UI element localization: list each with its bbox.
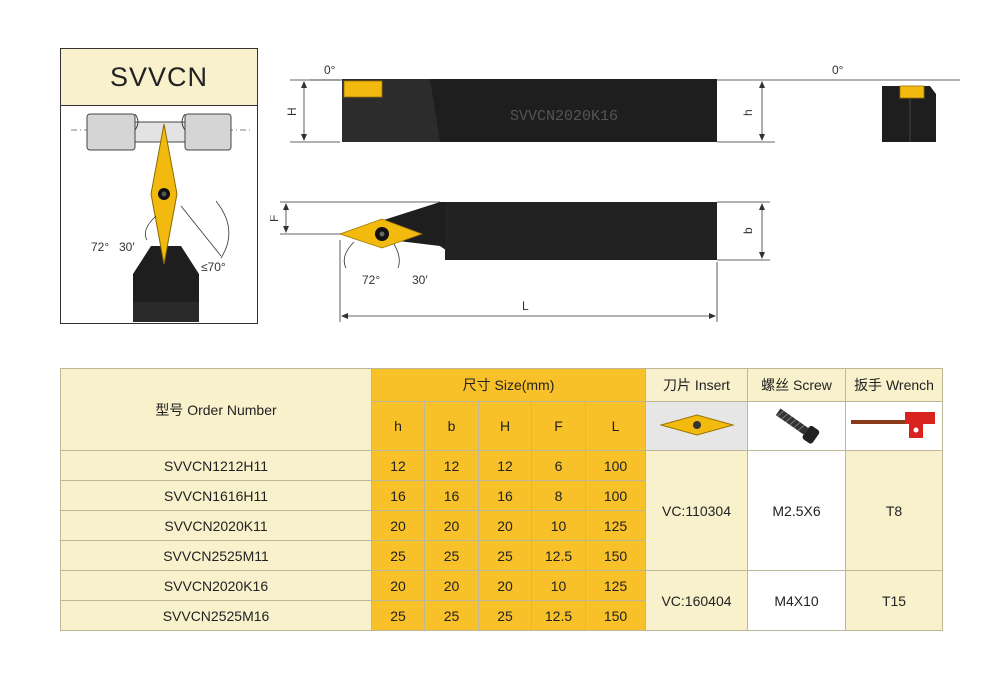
dim-h: h bbox=[741, 109, 755, 116]
product-panel: SVVCN 72° 30′ ≤70° bbox=[60, 48, 258, 324]
header-order-number: 型号 Order Number bbox=[60, 368, 372, 451]
screw-cell: M2.5X6 bbox=[747, 450, 846, 571]
cell-F: 12.5 bbox=[531, 600, 586, 631]
technical-drawing: 0° 0° SVVCN2020K16 H h F b L 72° 30′ bbox=[270, 63, 960, 322]
screw-cell: M4X10 bbox=[747, 570, 846, 631]
cell-L: 125 bbox=[585, 570, 646, 601]
cell-F: 10 bbox=[531, 510, 586, 541]
cell-H: 25 bbox=[478, 540, 532, 571]
side-angle-30: 30′ bbox=[412, 273, 428, 287]
top-view-diagram: 72° 30′ ≤70° bbox=[71, 113, 251, 322]
col-L: L bbox=[585, 401, 646, 451]
cell-h: 12 bbox=[371, 450, 425, 481]
cell-L: 100 bbox=[585, 480, 646, 511]
cell-F: 12.5 bbox=[531, 540, 586, 571]
cell-H: 20 bbox=[478, 570, 532, 601]
screw-image bbox=[747, 401, 846, 451]
cell-L: 150 bbox=[585, 600, 646, 631]
cell-b: 12 bbox=[424, 450, 479, 481]
insert-icon bbox=[658, 413, 735, 436]
cell-h: 25 bbox=[371, 600, 425, 631]
wrench-icon bbox=[851, 411, 935, 438]
header-size: 尺寸 Size(mm) bbox=[371, 368, 646, 402]
col-h: h bbox=[371, 401, 425, 451]
side-angle-72: 72° bbox=[362, 273, 380, 287]
insert-top bbox=[343, 80, 383, 98]
cell-F: 6 bbox=[531, 450, 586, 481]
order-number-cell: SVVCN2525M16 bbox=[60, 600, 372, 631]
cell-h: 20 bbox=[371, 510, 425, 541]
cell-b: 20 bbox=[424, 510, 479, 541]
cell-H: 20 bbox=[478, 510, 532, 541]
insert-cell: VC:160404 bbox=[645, 570, 748, 631]
insert-cell: VC:110304 bbox=[645, 450, 748, 571]
cell-F: 8 bbox=[531, 480, 586, 511]
top-angle-right: 0° bbox=[832, 63, 844, 77]
spec-table: 型号 Order Number 尺寸 Size(mm) 刀片 Insert 螺丝… bbox=[60, 368, 943, 631]
cell-b: 20 bbox=[424, 570, 479, 601]
cell-L: 150 bbox=[585, 540, 646, 571]
dim-H: H bbox=[285, 107, 299, 116]
toolholder-end-view bbox=[882, 86, 936, 142]
left-angle-70: ≤70° bbox=[201, 260, 226, 274]
cell-h: 25 bbox=[371, 540, 425, 571]
dim-b: b bbox=[741, 227, 755, 234]
insert-image bbox=[645, 401, 748, 451]
screw-icon bbox=[775, 408, 819, 444]
top-angle-left: 0° bbox=[324, 63, 336, 77]
cell-b: 25 bbox=[424, 600, 479, 631]
col-F: F bbox=[531, 401, 586, 451]
header-screw: 螺丝 Screw bbox=[747, 368, 846, 402]
col-b: b bbox=[424, 401, 479, 451]
cell-L: 100 bbox=[585, 450, 646, 481]
cell-H: 12 bbox=[478, 450, 532, 481]
header-wrench: 扳手 Wrench bbox=[845, 368, 943, 402]
dim-F: F bbox=[270, 215, 281, 222]
order-number-cell: SVVCN2525M11 bbox=[60, 540, 372, 571]
header-insert: 刀片 Insert bbox=[645, 368, 748, 402]
order-number-cell: SVVCN2020K16 bbox=[60, 570, 372, 601]
left-angle-72: 72° bbox=[91, 240, 109, 254]
order-number-cell: SVVCN2020K11 bbox=[60, 510, 372, 541]
cell-h: 20 bbox=[371, 570, 425, 601]
toolholder-engraving: SVVCN2020K16 bbox=[510, 108, 618, 125]
product-title: SVVCN bbox=[61, 49, 257, 106]
cell-H: 25 bbox=[478, 600, 532, 631]
wrench-image bbox=[845, 401, 943, 451]
cell-b: 25 bbox=[424, 540, 479, 571]
cell-F: 10 bbox=[531, 570, 586, 601]
order-number-cell: SVVCN1616H11 bbox=[60, 480, 372, 511]
dim-L: L bbox=[522, 299, 529, 313]
order-number-cell: SVVCN1212H11 bbox=[60, 450, 372, 481]
cell-h: 16 bbox=[371, 480, 425, 511]
col-H: H bbox=[478, 401, 532, 451]
wrench-cell: T15 bbox=[845, 570, 943, 631]
cell-b: 16 bbox=[424, 480, 479, 511]
left-angle-30: 30′ bbox=[119, 240, 135, 254]
wrench-cell: T8 bbox=[845, 450, 943, 571]
cell-L: 125 bbox=[585, 510, 646, 541]
cell-H: 16 bbox=[478, 480, 532, 511]
